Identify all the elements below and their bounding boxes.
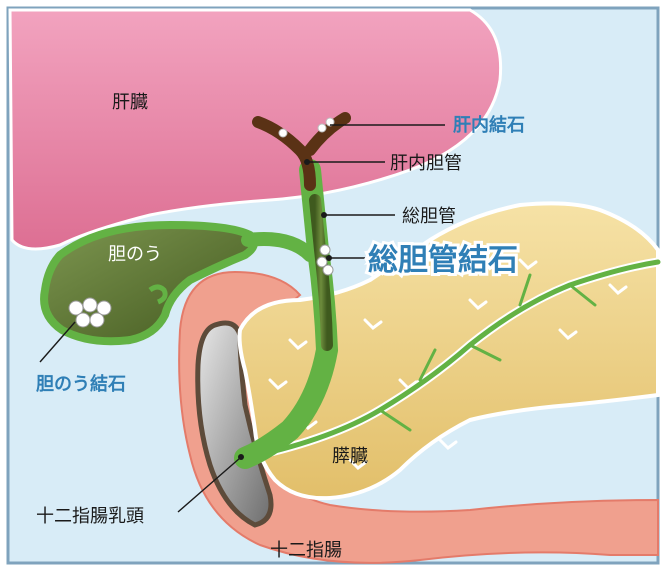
common-bile-duct-label: 総胆管	[402, 206, 456, 227]
papilla-label: 十二指腸乳頭	[36, 506, 144, 527]
pancreas-label: 膵臓	[332, 446, 368, 467]
gallstone-label: 胆のう結石	[35, 373, 126, 395]
cbd-stone-label: 総胆管結石	[368, 243, 518, 278]
gallbladder-label: 胆のう	[108, 244, 162, 265]
intrahepatic-stone-label: 肝内結石	[453, 114, 525, 136]
duodenum-label: 十二指腸	[270, 540, 342, 561]
intrahepatic-duct-label: 肝内胆管	[390, 153, 462, 174]
liver-label: 肝臓	[112, 92, 148, 113]
